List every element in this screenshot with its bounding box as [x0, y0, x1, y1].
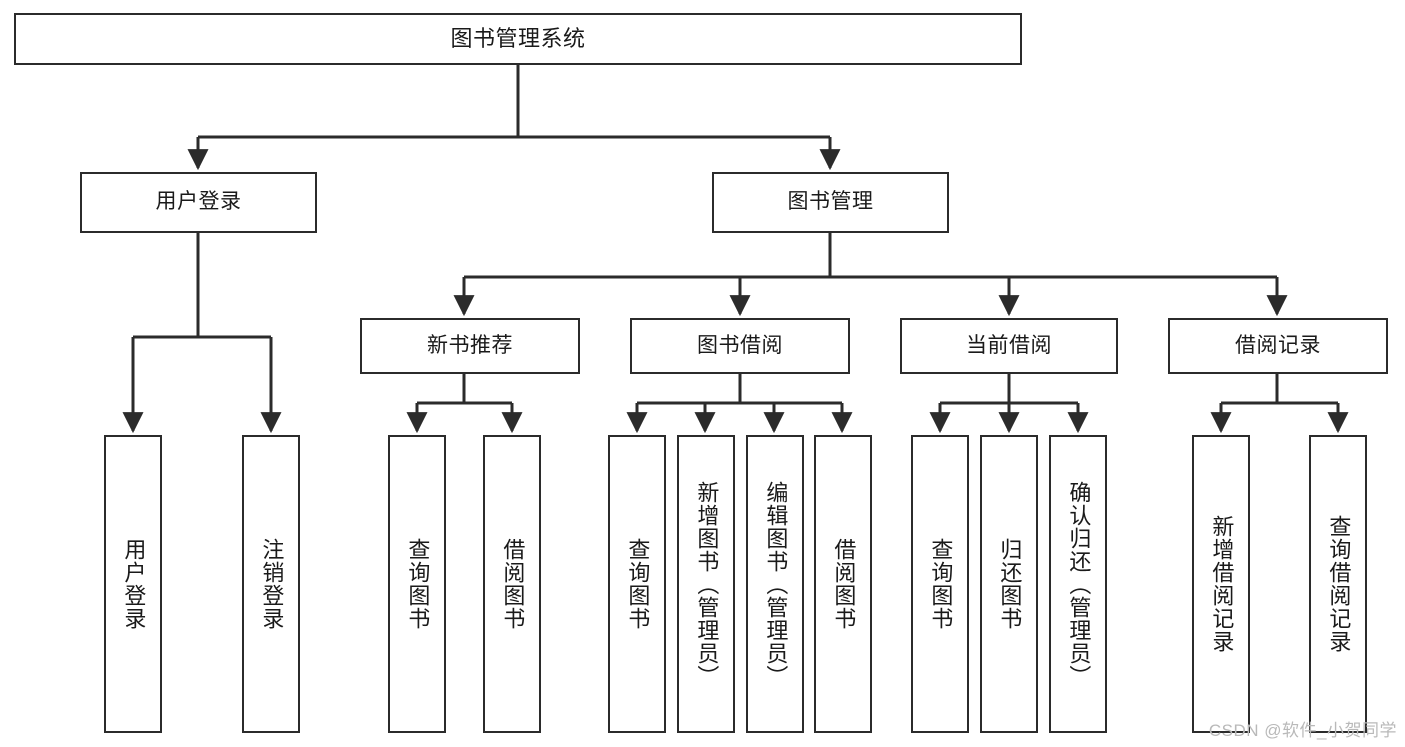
node-label: 归还图书 [997, 538, 1023, 630]
node-label: 图书借阅 [697, 333, 783, 357]
node-label: 当前借阅 [966, 333, 1052, 357]
leaf-user-login-logout[interactable]: 注销登录 [242, 435, 300, 733]
leaf-borrow-borrow-book[interactable]: 借阅图书 [814, 435, 872, 733]
node-user-login[interactable]: 用户登录 [80, 172, 317, 233]
leaf-current-query-book[interactable]: 查询图书 [911, 435, 969, 733]
leaf-new-book-query[interactable]: 查询图书 [388, 435, 446, 733]
node-label: 查询图书 [405, 538, 431, 630]
leaf-borrow-edit-book-admin[interactable]: 编辑图书（管理员） [746, 435, 804, 733]
node-label: 借阅图书 [831, 538, 857, 630]
node-label: 借阅记录 [1235, 333, 1321, 357]
node-label: 新增图书（管理员） [694, 480, 720, 688]
node-label: 新书推荐 [427, 333, 513, 357]
leaf-borrow-add-book-admin[interactable]: 新增图书（管理员） [677, 435, 735, 733]
node-new-book-recommend[interactable]: 新书推荐 [360, 318, 580, 374]
node-label: 借阅图书 [500, 538, 526, 630]
node-label: 查询图书 [928, 538, 954, 630]
node-label: 查询借阅记录 [1326, 515, 1352, 653]
leaf-record-add-borrow-record[interactable]: 新增借阅记录 [1192, 435, 1250, 733]
watermark: CSDN @软件_小贺同学 [1208, 721, 1397, 740]
node-label: 确认归还（管理员） [1066, 480, 1092, 688]
leaf-new-book-borrow[interactable]: 借阅图书 [483, 435, 541, 733]
leaf-current-return-book[interactable]: 归还图书 [980, 435, 1038, 733]
leaf-record-query-borrow-record[interactable]: 查询借阅记录 [1309, 435, 1367, 733]
node-label: 图书管理 [787, 190, 874, 214]
node-label: 编辑图书（管理员） [763, 480, 789, 688]
node-book-borrow[interactable]: 图书借阅 [630, 318, 850, 374]
node-label: 图书管理系统 [450, 26, 586, 52]
node-label: 新增借阅记录 [1209, 515, 1235, 653]
leaf-user-login-login[interactable]: 用户登录 [104, 435, 162, 733]
leaf-borrow-query-book[interactable]: 查询图书 [608, 435, 666, 733]
node-book-management[interactable]: 图书管理 [712, 172, 949, 233]
node-root-library-management-system[interactable]: 图书管理系统 [14, 13, 1022, 65]
node-label: 查询图书 [625, 538, 651, 630]
leaf-current-confirm-return-admin[interactable]: 确认归还（管理员） [1049, 435, 1107, 733]
node-label: 注销登录 [259, 538, 285, 630]
node-label: 用户登录 [121, 538, 147, 630]
node-current-borrow[interactable]: 当前借阅 [900, 318, 1118, 374]
node-label: 用户登录 [155, 190, 242, 214]
node-borrow-record[interactable]: 借阅记录 [1168, 318, 1388, 374]
